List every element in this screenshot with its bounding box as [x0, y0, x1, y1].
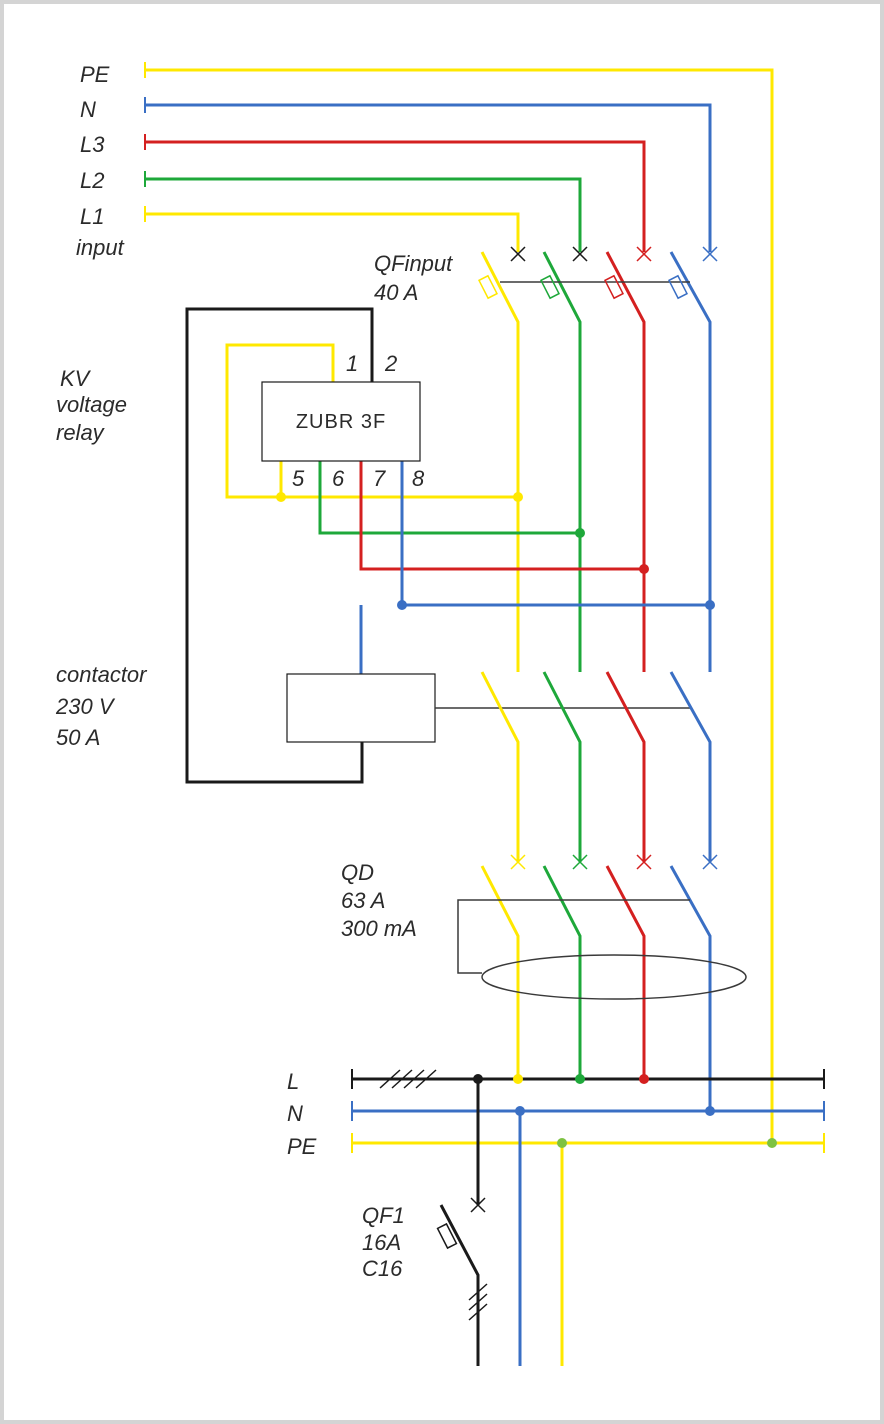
relay-pin-8: 8 [412, 466, 425, 491]
label-qd-name: QD [341, 860, 374, 885]
contactor [286, 671, 712, 862]
label-l2-input: L2 [80, 168, 104, 193]
input-wires [145, 68, 774, 1143]
voltage-relay [185, 307, 710, 784]
relay-model: ZUBR 3F [296, 411, 386, 433]
label-input-caption: input [76, 235, 125, 260]
label-qf1-name: QF1 [362, 1203, 405, 1228]
label-contactor-voltage: 230 V [55, 694, 116, 719]
qf1-breaker [436, 1079, 564, 1366]
qd-rcd [457, 854, 747, 1111]
pe-wire [145, 68, 774, 1143]
label-relay-line2: voltage [56, 392, 127, 417]
label-l3-input: L3 [80, 132, 105, 157]
label-qd-rating: 63 A [341, 888, 385, 913]
bus-bars [351, 1069, 825, 1153]
l2-wire [145, 177, 582, 252]
label-qf-input-name: QFinput [374, 251, 453, 276]
contactor-coil [286, 673, 436, 743]
labels: PE N L3 L2 L1 input QFinput 40 A KV volt… [55, 62, 453, 1281]
label-l1-input: L1 [80, 204, 104, 229]
label-qf-input-rating: 40 A [374, 280, 418, 305]
junction-dots [276, 492, 777, 1148]
l1-wire [145, 212, 520, 252]
label-qd-leakage: 300 mA [341, 916, 417, 941]
label-qf1-rating: 16A [362, 1230, 401, 1255]
label-contactor-current: 50 A [56, 725, 100, 750]
relay-pin-6: 6 [332, 466, 345, 491]
relay-pin-5: 5 [292, 466, 305, 491]
relay-pin-1: 1 [346, 351, 358, 376]
relay-box [261, 381, 421, 462]
relay-pin-2: 2 [384, 351, 397, 376]
label-relay-line3: relay [56, 420, 106, 445]
label-bus-pe: PE [287, 1134, 317, 1159]
l3-wire [145, 140, 646, 252]
label-qf1-curve: C16 [362, 1256, 403, 1281]
label-n-input: N [80, 97, 96, 122]
label-contactor-name: contactor [56, 662, 148, 687]
n-wire [145, 103, 712, 252]
label-relay-line1: KV [60, 366, 92, 391]
label-bus-n: N [287, 1101, 303, 1126]
label-pe-input: PE [80, 62, 110, 87]
label-bus-l: L [287, 1069, 299, 1094]
relay-pin-7: 7 [373, 466, 386, 491]
qf-input-breaker [477, 246, 718, 672]
